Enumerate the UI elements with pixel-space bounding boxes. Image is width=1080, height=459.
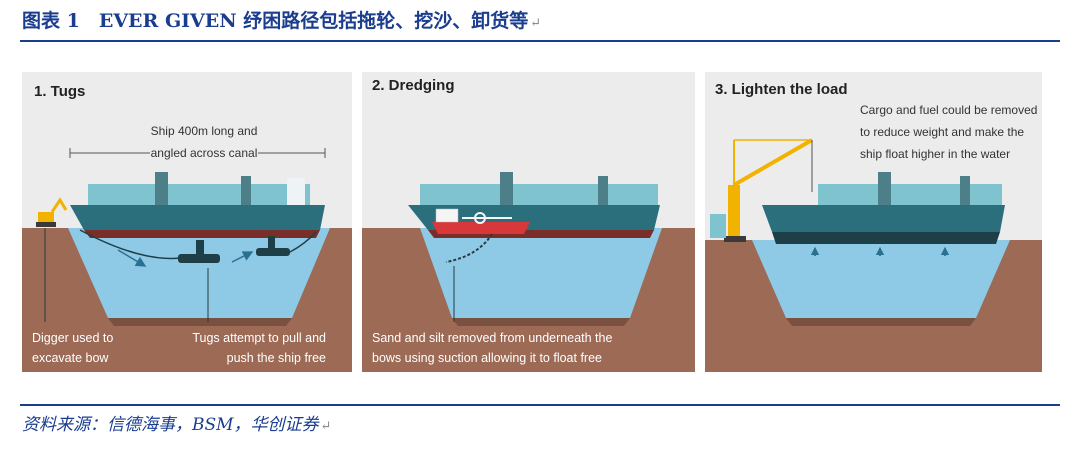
panel-lighten-note-line-1: Cargo and fuel could be removed bbox=[860, 103, 1037, 117]
panel-dredging-caption-line-2: bows using suction allowing it to float … bbox=[372, 351, 602, 365]
panel-tugs-caption-right-line-2: push the ship free bbox=[227, 351, 326, 365]
panel-lighten-title: 3. Lighten the load bbox=[715, 81, 848, 98]
panel-dredging-title: 2. Dredging bbox=[372, 77, 455, 94]
panel-tugs-title: 1. Tugs bbox=[34, 83, 85, 100]
panel-lighten-note-line-2: to reduce weight and make the bbox=[860, 125, 1024, 139]
panel-tugs-caption-right-line-1: Tugs attempt to pull and bbox=[192, 331, 326, 345]
panel-dredging-caption-line-1: Sand and silt removed from underneath th… bbox=[372, 331, 612, 345]
panel-tugs-canal-floor bbox=[108, 318, 292, 326]
panel-tugs-caption-left-line-1: Digger used to bbox=[32, 331, 113, 345]
panel-dredging: 2. Dredging Sand and silt removed from u… bbox=[362, 72, 695, 372]
figure-source: 资料来源：信德海事，BSM，华创证券↵ bbox=[22, 412, 331, 438]
return-mark-icon: ↵ bbox=[321, 419, 332, 434]
panel-tugs-ship-note-line-1: Ship 400m long and bbox=[151, 124, 258, 138]
bottom-rule bbox=[20, 404, 1060, 406]
panel-tugs-ship-note-line-2: angled across canal bbox=[151, 146, 258, 160]
panel-dredging-canal-water bbox=[420, 228, 662, 318]
panel-lighten-note-line-3: ship float higher in the water bbox=[860, 147, 1010, 161]
panel-tugs-caption-left-line-2: excavate bow bbox=[32, 351, 109, 365]
figure-source-text: 资料来源：信德海事，BSM，华创证券 bbox=[22, 415, 319, 435]
panel-lighten-canal-floor bbox=[786, 318, 976, 326]
panel-lighten-canal-water bbox=[752, 240, 1010, 318]
panel-dredging-canal-floor bbox=[452, 318, 630, 326]
panel-lighten-offloaded-containers bbox=[710, 214, 726, 238]
panel-lighten: 3. Lighten the load Cargo and fuel could… bbox=[705, 72, 1042, 372]
panel-tugs: 1. Tugs Ship 400m long and angled across… bbox=[22, 72, 352, 372]
